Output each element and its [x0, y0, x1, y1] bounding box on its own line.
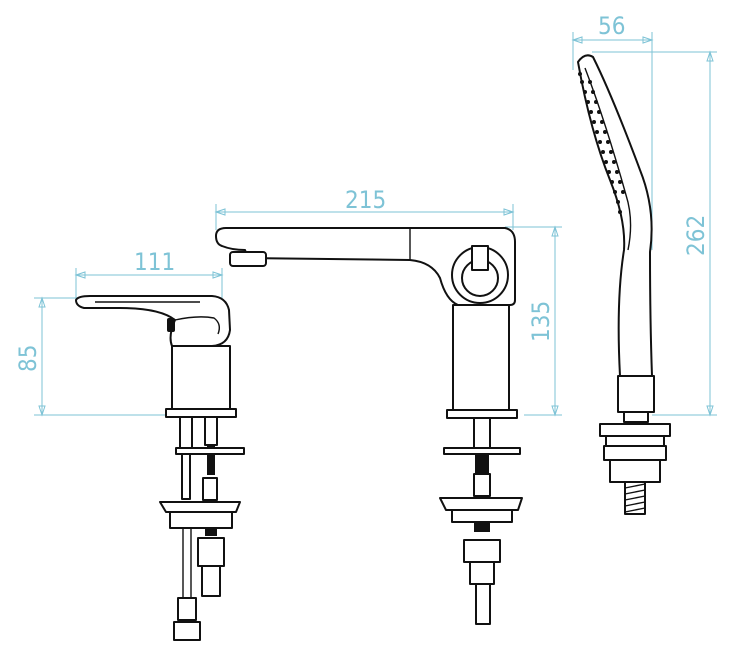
- handshower-height-label: 262: [682, 215, 710, 256]
- bath-spout: [215, 227, 523, 625]
- mixer-height-label: 85: [14, 345, 42, 372]
- handshower-width-label: 56: [598, 12, 625, 40]
- spout-column: [452, 304, 510, 411]
- dimension-handshower-width: 56: [571, 12, 654, 250]
- dimension-lines: 111 85 215 135: [14, 12, 717, 417]
- spout-width-label: 215: [345, 186, 386, 214]
- handshower-holder: [599, 423, 671, 437]
- mixer-valve: [75, 295, 245, 641]
- spout-aerator: [229, 251, 267, 267]
- spout-body: [215, 227, 516, 306]
- dimension-spout-height: 135: [505, 225, 562, 417]
- dimension-handshower-height: 262: [592, 50, 717, 417]
- mixer-lever: [75, 295, 231, 347]
- mixer-width-label: 111: [134, 248, 175, 276]
- dimension-mixer-height: 85: [14, 296, 168, 417]
- handshower-head: [577, 54, 653, 377]
- hand-shower: [577, 54, 671, 515]
- mixer-body: [171, 345, 231, 410]
- dimension-spout-width: 215: [214, 186, 515, 230]
- handshower-spray-nozzles: [578, 72, 625, 214]
- dimension-mixer-width: 111: [74, 248, 224, 300]
- spout-height-label: 135: [527, 301, 555, 342]
